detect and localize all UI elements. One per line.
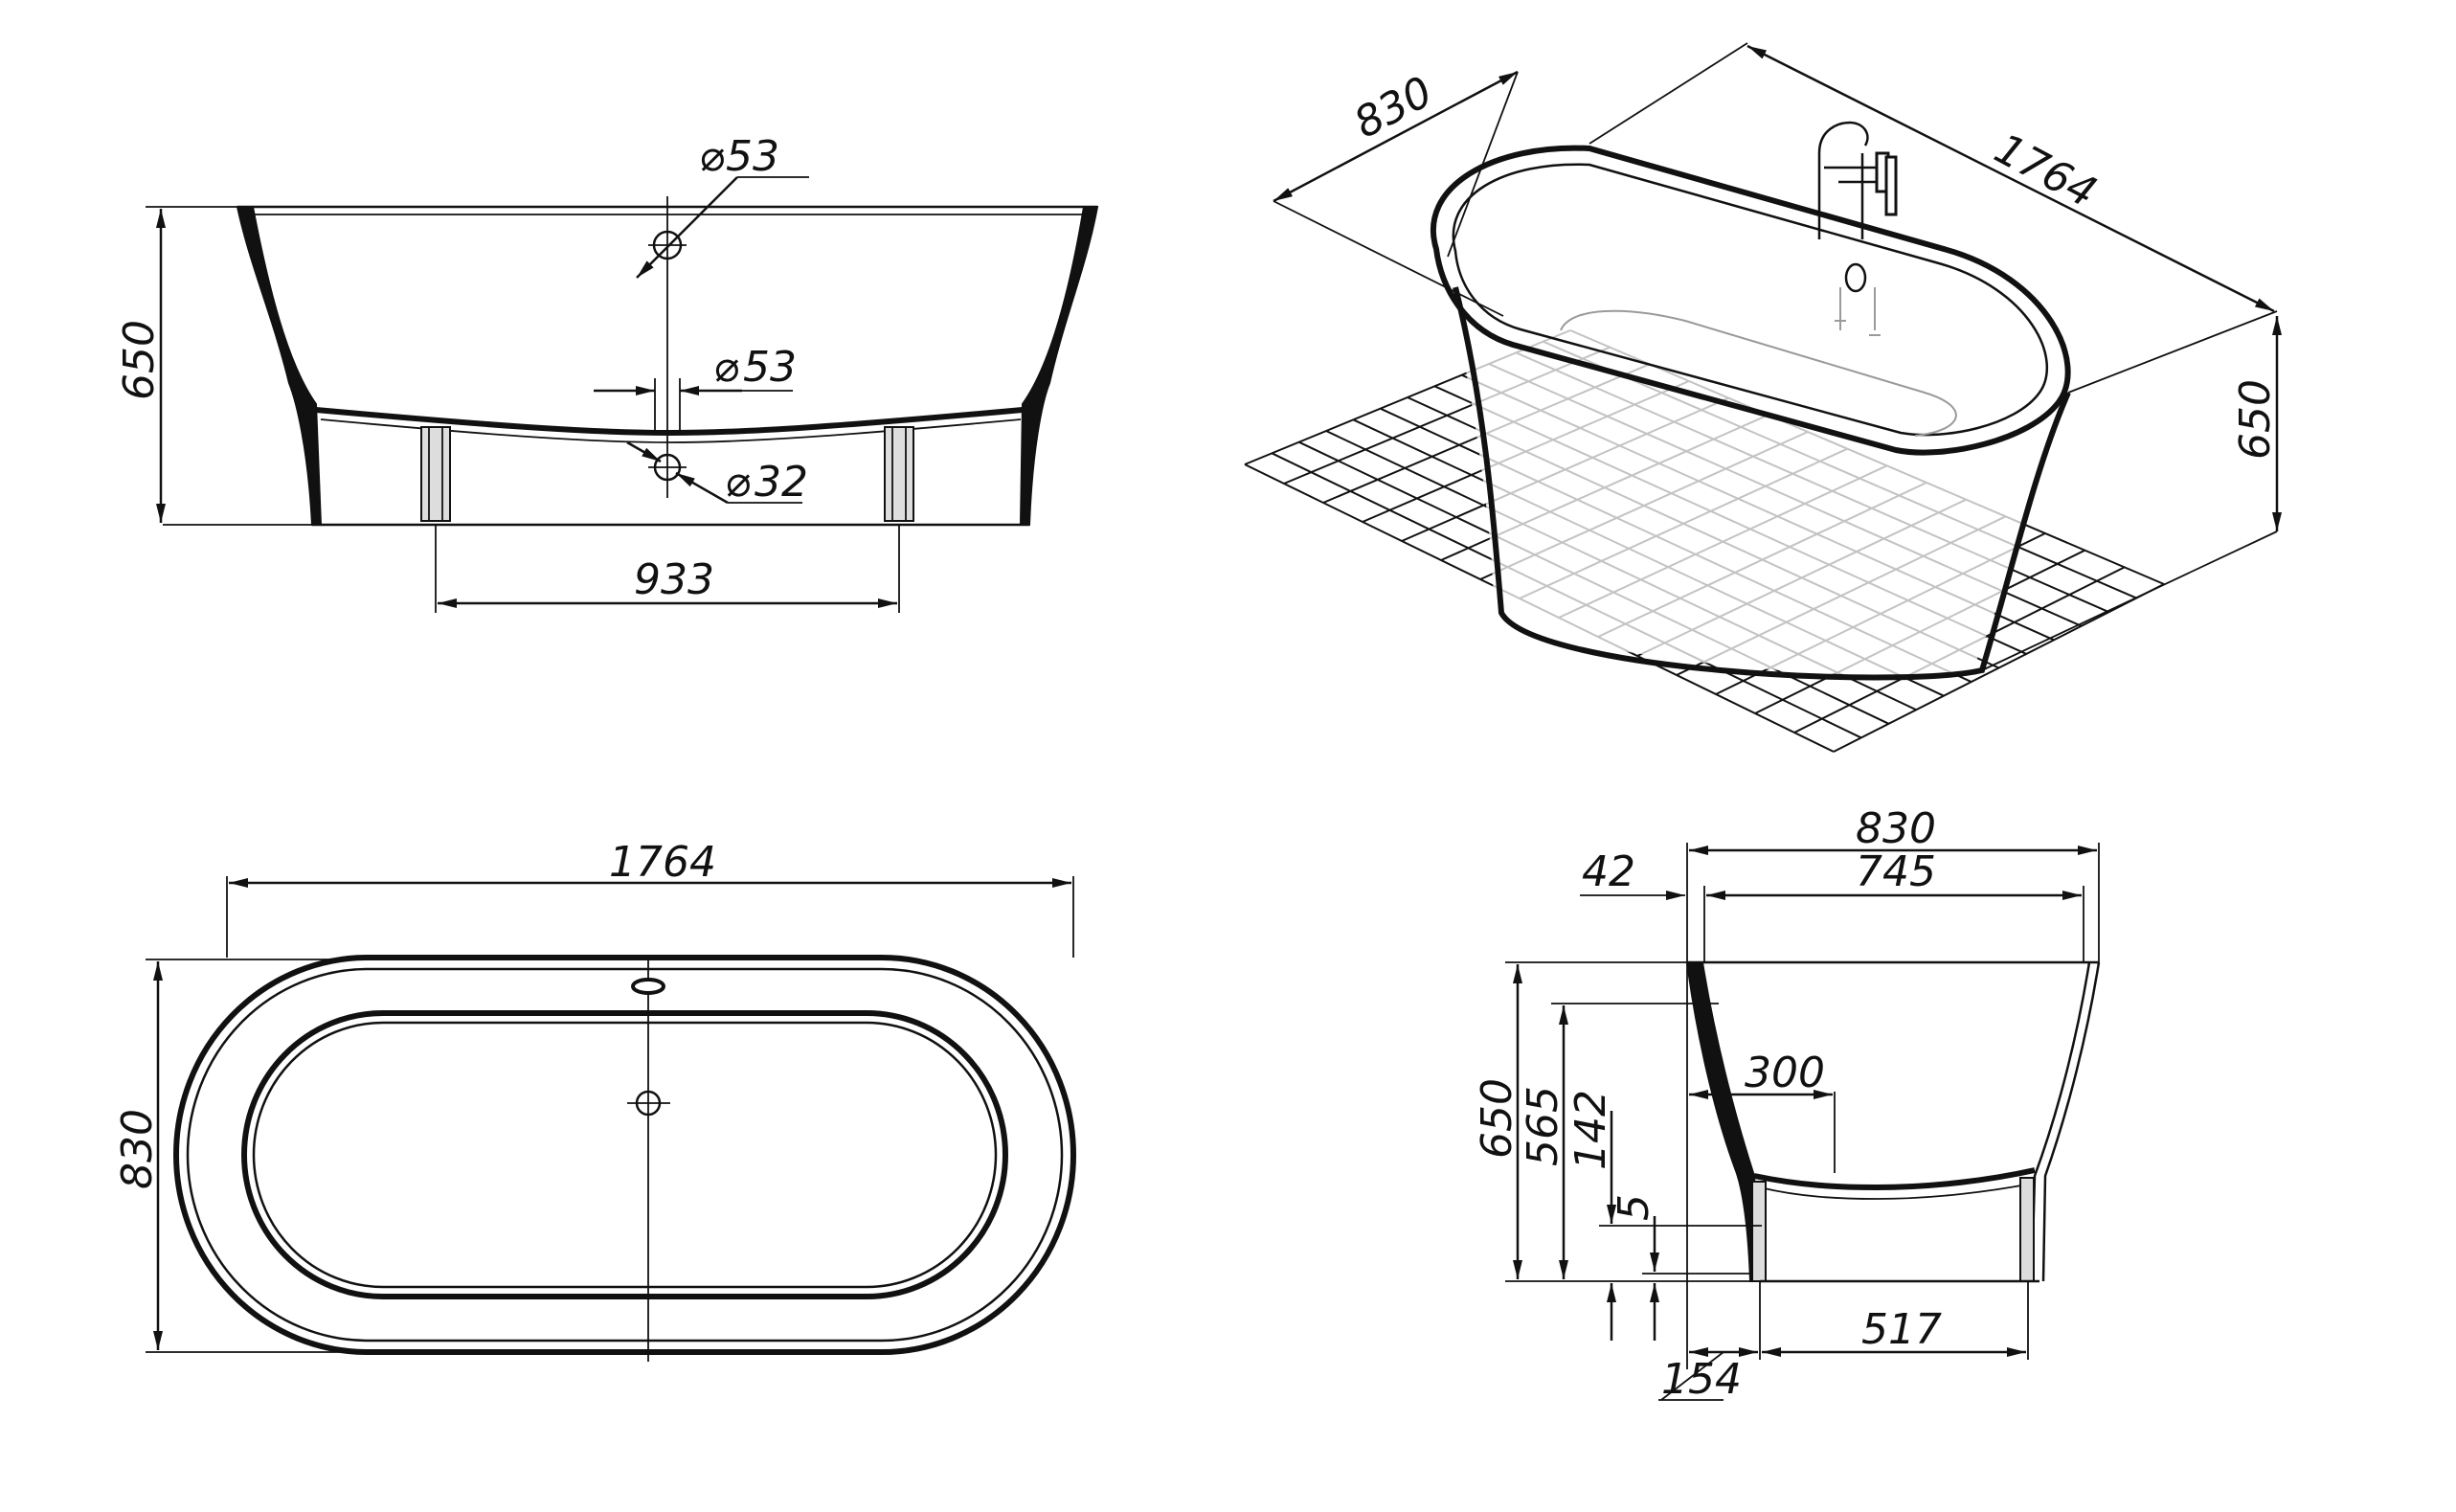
perspective-width-label: 830 <box>1346 67 1440 147</box>
perspective-view: 830 1764 650 <box>1244 42 2282 753</box>
side-height-142-label: 142 <box>1566 1090 1615 1170</box>
front-shell-right <box>1019 206 1099 526</box>
perspective-height-label: 650 <box>2231 379 2280 460</box>
top-view: 1764 830 <box>113 838 1076 1362</box>
side-inner-depth-label: 565 <box>1519 1086 1567 1166</box>
front-shell-left <box>236 206 323 526</box>
top-rim-outer <box>173 955 1076 1355</box>
side-leg-left <box>1751 1181 1767 1282</box>
front-leg-right <box>884 426 914 522</box>
floor-clearance-label: 5 <box>1610 1194 1658 1221</box>
diameter-symbol-icon: ⌀ <box>713 343 739 392</box>
side-view: 830 745 42 650 565 142 5 300 <box>1473 804 2101 1404</box>
leg-spacing-label: 933 <box>634 555 714 604</box>
perspective-length-label: 1764 <box>1987 124 2105 218</box>
front-height-label: 650 <box>115 320 164 400</box>
front-view: 53 ⌀ 53 ⌀ 32 ⌀ 650 933 <box>115 132 1099 613</box>
side-overall-width-label: 830 <box>1856 804 1936 853</box>
side-shell-left <box>1685 961 1762 1282</box>
side-leg-right <box>2019 1177 2035 1282</box>
drain-offset-label: 300 <box>1745 1049 1825 1097</box>
front-leg-left <box>420 426 451 522</box>
base-offset-label: 154 <box>1661 1355 1742 1404</box>
diameter-symbol-icon: ⌀ <box>725 458 751 507</box>
base-width-label: 517 <box>1861 1305 1942 1354</box>
side-shell-right <box>2030 961 2091 1282</box>
side-inner-width-label: 745 <box>1856 847 1936 896</box>
drain-diameter-label: 53 <box>743 343 797 392</box>
overflow-diameter-label: 53 <box>726 132 779 181</box>
top-basin-outer <box>241 1010 1008 1299</box>
top-width-label: 830 <box>113 1109 162 1189</box>
diameter-symbol-icon: ⌀ <box>699 132 725 181</box>
overflow-icon <box>631 978 665 995</box>
rim-offset-label: 42 <box>1582 847 1635 896</box>
tub-body-outline <box>1453 286 2071 681</box>
top-length-label: 1764 <box>609 838 716 887</box>
side-total-height-label: 650 <box>1473 1078 1521 1159</box>
waste-diameter-label: 32 <box>755 458 808 507</box>
